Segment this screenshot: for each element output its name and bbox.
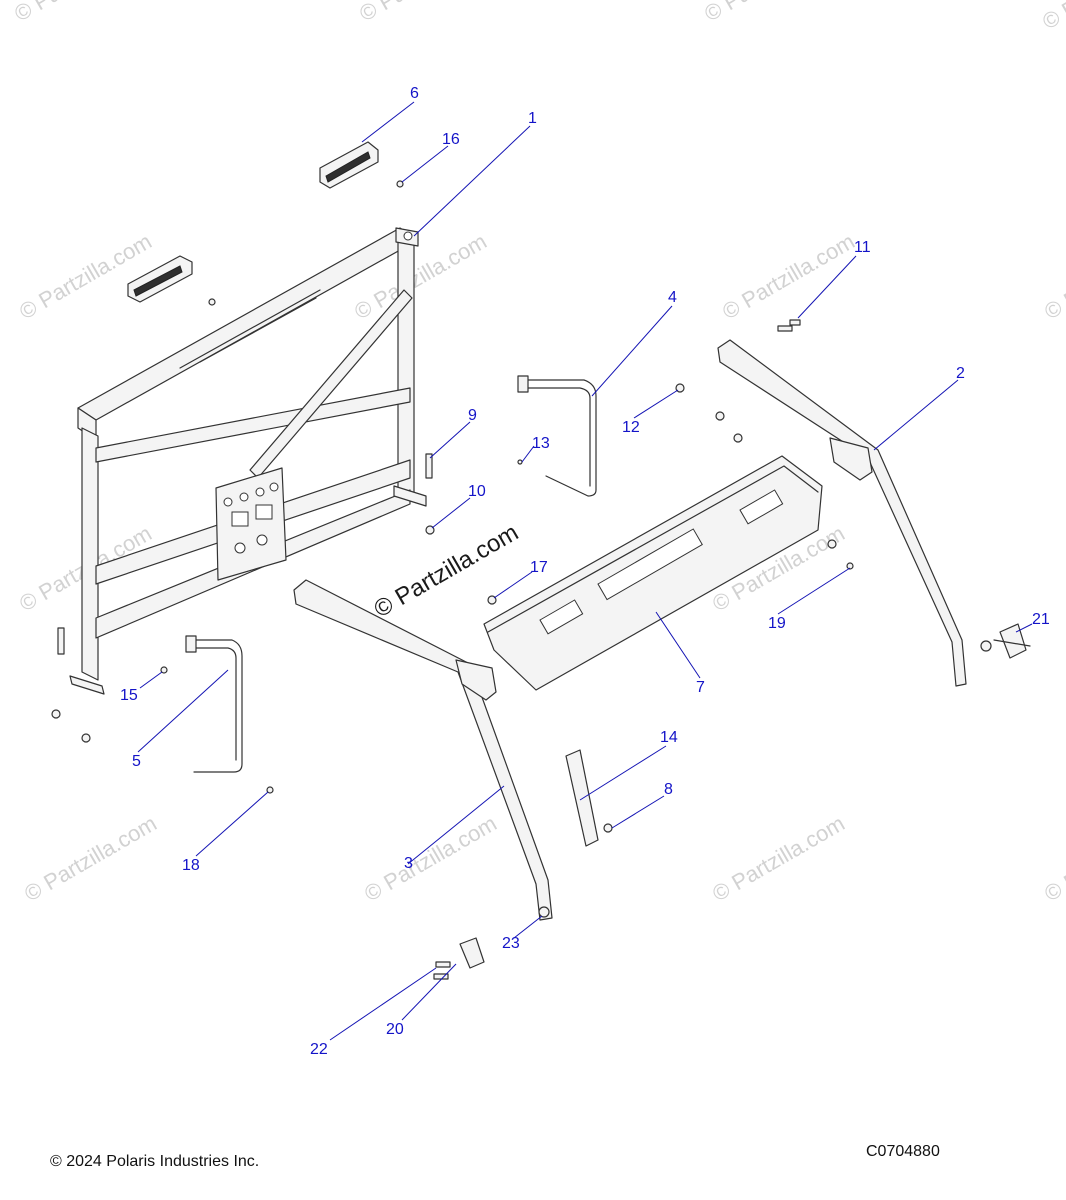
callout-1: 1 [528, 110, 537, 127]
callout-18: 18 [182, 857, 200, 874]
callout-7: 7 [696, 679, 705, 696]
watermark: © Partzilla.com [718, 229, 859, 325]
callout-22: 22 [310, 1041, 328, 1058]
light-part-6 [319, 141, 379, 189]
callout-3: 3 [404, 855, 413, 872]
drawing-id: C0704880 [866, 1143, 940, 1160]
watermark: © Partzilla.com [20, 811, 161, 907]
watermark: © Partzilla [1040, 252, 1066, 324]
callout-20: 20 [386, 1021, 404, 1038]
light-left-lower [127, 255, 193, 303]
watermark: © Partzilla.com [15, 229, 156, 325]
callout-8: 8 [664, 781, 673, 798]
callout-4: 4 [668, 289, 677, 306]
callout-23: 23 [502, 935, 520, 952]
callout-19: 19 [768, 615, 786, 632]
copyright-text: © 2024 Polaris Industries Inc. [50, 1153, 260, 1170]
callout-10: 10 [468, 483, 486, 500]
watermark: © Partzilla [355, 0, 455, 26]
callout-21: 21 [1032, 611, 1050, 628]
callout-15: 15 [120, 687, 138, 704]
rear-frame-part-1 [69, 227, 427, 695]
roll-bar-part-3 [293, 579, 553, 921]
center-watermark: © Partzilla.com [370, 519, 524, 623]
watermark: © Partzilla [1040, 834, 1066, 906]
roll-bar-part-2 [717, 339, 967, 687]
bracket-part-21 [993, 623, 1031, 659]
watermark: © Partzilla.com [350, 229, 491, 325]
callout-13: 13 [532, 435, 550, 452]
callout-14: 14 [660, 729, 678, 746]
strap-part-14 [565, 749, 599, 847]
grab-handle-part-4 [517, 375, 597, 497]
callout-2: 2 [956, 365, 965, 382]
grab-handle-part-5 [185, 635, 243, 773]
watermark: © Partzilla [10, 0, 110, 26]
bracket-part-20 [459, 937, 485, 969]
callout-5: 5 [132, 753, 141, 770]
callout-16: 16 [442, 131, 460, 148]
watermark: © Partzilla.com [708, 811, 849, 907]
watermark: © Partzilla.com [360, 811, 501, 907]
leader-lines [137, 101, 1033, 1041]
rear-panel-part-7 [483, 455, 823, 691]
callout-11: 11 [854, 239, 871, 256]
watermark: © Partzilla [700, 0, 800, 26]
callout-6: 6 [410, 85, 419, 102]
watermark: © Partzilla [1038, 0, 1066, 34]
callout-9: 9 [468, 407, 477, 424]
callout-17: 17 [530, 559, 548, 576]
watermarks: © Partzilla © Partzilla © Partzilla © Pa… [10, 0, 1066, 906]
callouts: 1 2 3 4 5 6 7 8 9 10 11 12 13 14 15 16 1… [120, 85, 1050, 1058]
callout-12: 12 [622, 419, 640, 436]
